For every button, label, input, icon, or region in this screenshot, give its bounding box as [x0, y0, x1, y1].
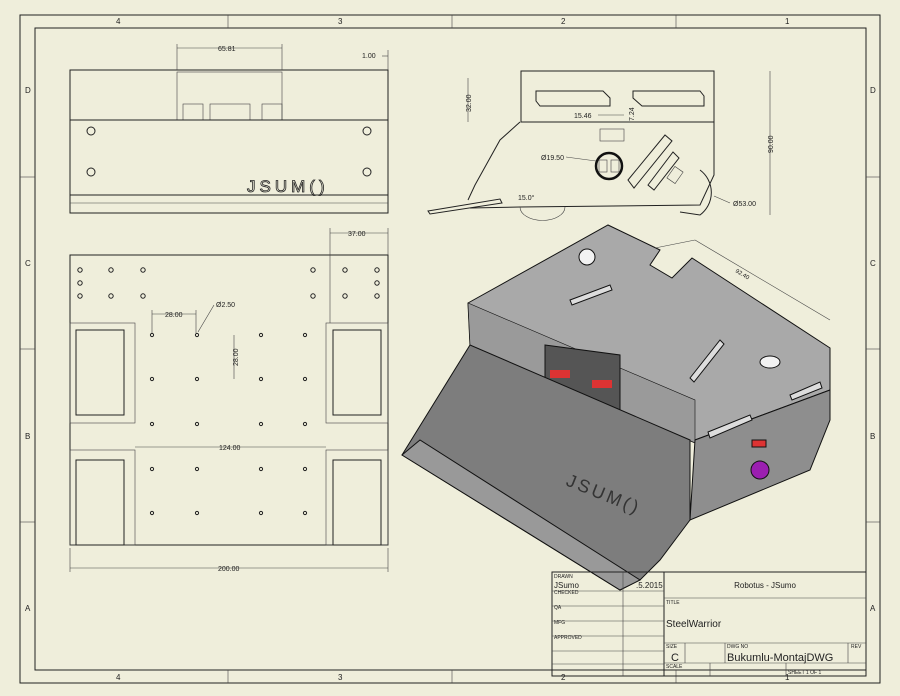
mount-hole [302, 466, 308, 472]
title-label: TITLE [666, 600, 680, 606]
mfg-label: MFG [554, 620, 565, 626]
mount-hole [374, 267, 380, 273]
plan-view: 37.00 28.00 Ø2.50 28.00 124.00 200.00 [69, 228, 389, 573]
mount-hole [149, 376, 155, 382]
front-view: JSUM() 65.81 1.00 [69, 44, 389, 214]
dim-90-00: 90.00 [768, 135, 775, 153]
zone-col-3-bottom: 3 [338, 673, 343, 682]
mount-hole [258, 466, 264, 472]
dim-28-00-x: 28.00 [165, 312, 183, 319]
mount-hole [108, 267, 114, 273]
drawn-by: JSumo [554, 581, 579, 590]
drawn-date: .5.2015 [636, 581, 663, 590]
zone-col-4: 4 [116, 17, 121, 26]
mount-hole [108, 293, 114, 299]
mount-hole [374, 280, 380, 286]
zone-row-a-right: A [870, 604, 876, 613]
checked-label: CHECKED [554, 590, 579, 596]
sheet-size: C [671, 652, 679, 664]
dwg-no-label: DWG NO [727, 644, 748, 650]
size-label: SIZE [666, 644, 678, 650]
zone-row-d: D [25, 86, 31, 95]
dim-hole-diameter: Ø2.50 [216, 302, 235, 309]
zone-col-1-bottom: 1 [785, 673, 790, 682]
mount-hole [194, 421, 200, 427]
dim-7-24: 7.24 [629, 107, 636, 121]
dim-15-deg: 15.0° [518, 194, 535, 202]
mount-hole [194, 332, 200, 338]
scale-label: SCALE [666, 664, 683, 670]
mount-hole [77, 293, 83, 299]
dim-124-00: 124.00 [219, 445, 241, 452]
mount-hole [258, 332, 264, 338]
front-logo: JSUM() [247, 177, 329, 196]
mount-hole [194, 466, 200, 472]
mount-hole [302, 332, 308, 338]
mount-hole [194, 510, 200, 516]
zone-row-b: B [25, 432, 30, 441]
company-name: Robotus - JSumo [734, 581, 796, 590]
mount-hole [140, 293, 146, 299]
zone-col-3: 3 [338, 17, 343, 26]
mount-hole [140, 267, 146, 273]
mount-hole [77, 267, 83, 273]
mount-hole [302, 376, 308, 382]
zone-col-2-bottom: 2 [561, 673, 566, 682]
mount-hole [258, 510, 264, 516]
mount-hole [258, 421, 264, 427]
dim-65-81: 65.81 [218, 46, 236, 53]
zone-row-a: A [25, 604, 31, 613]
mount-hole [342, 293, 348, 299]
dim-19-50: Ø19.50 [541, 155, 564, 162]
drawing-title: SteelWarrior [666, 619, 722, 630]
dim-15-46: 15.46 [574, 113, 592, 120]
zone-col-4-bottom: 4 [116, 673, 121, 682]
isometric-view: JSUM() 92.40 [401, 224, 831, 591]
mount-hole [258, 376, 264, 382]
mount-hole [310, 293, 316, 299]
mount-hole [149, 332, 155, 338]
dim-53-00: Ø53.00 [733, 201, 756, 208]
zone-row-d-right: D [870, 86, 876, 95]
mount-hole [77, 280, 83, 286]
mount-hole [149, 421, 155, 427]
dim-1-00: 1.00 [362, 53, 376, 60]
dim-28-00-y: 28.00 [233, 348, 240, 366]
mount-hole [149, 510, 155, 516]
mount-hole [194, 376, 200, 382]
mount-hole [374, 293, 380, 299]
zone-row-c-right: C [870, 259, 876, 268]
mount-hole [342, 267, 348, 273]
rev-label: REV [851, 644, 862, 650]
mount-hole [310, 267, 316, 273]
drawing-number: Bukumlu-MontajDWG [727, 652, 833, 664]
zone-row-c: C [25, 259, 31, 268]
mount-hole [302, 510, 308, 516]
drawn-label: DRAWN [554, 574, 573, 580]
approved-label: APPROVED [554, 635, 582, 641]
title-block: DRAWN CHECKED QA MFG APPROVED TITLE SIZE… [551, 571, 867, 677]
zone-col-2: 2 [561, 17, 566, 26]
dim-32-00: 32.00 [466, 94, 473, 112]
dim-37-00: 37.00 [348, 231, 366, 238]
qa-label: QA [554, 605, 562, 611]
side-view: 32.00 15.46 7.24 Ø19.50 15.0° Ø53.00 90.… [427, 70, 775, 221]
mount-hole [149, 466, 155, 472]
mount-hole [302, 421, 308, 427]
zone-col-1: 1 [785, 17, 790, 26]
sheet-number: SHEET 1 OF 1 [788, 670, 821, 676]
zone-row-b-right: B [870, 432, 875, 441]
dim-200-00: 200.00 [218, 566, 240, 573]
